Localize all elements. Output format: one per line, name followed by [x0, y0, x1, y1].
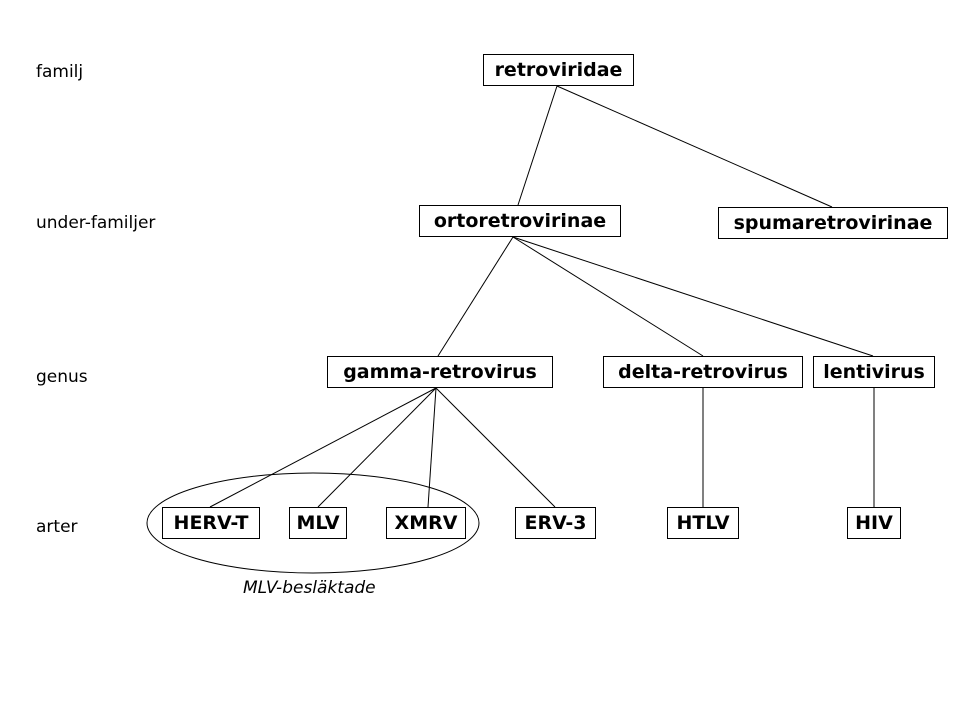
- node-spumaretrovirinae: spumaretrovirinae: [718, 207, 948, 239]
- node-htlv: HTLV: [667, 507, 739, 539]
- node-hiv: HIV: [847, 507, 901, 539]
- edge-gamma-retrovirus-to-erv-3: [435, 387, 556, 508]
- level-label-familj: familj: [36, 62, 84, 82]
- node-herv-t: HERV-T: [162, 507, 260, 539]
- level-label-arter: arter: [36, 517, 78, 537]
- level-label-under-familjer: under-familjer: [36, 213, 156, 233]
- node-lentivirus: lentivirus: [813, 356, 935, 388]
- edge-gamma-retrovirus-to-mlv: [317, 387, 437, 508]
- edge-retroviridae-to-spumaretrovirinae: [556, 85, 833, 208]
- node-ortoretrovirinae: ortoretrovirinae: [419, 205, 621, 237]
- mlv-group-ellipse: [146, 472, 480, 574]
- edge-ortoretrovirinae-to-gamma-retrovirus: [437, 236, 514, 357]
- node-gamma-retrovirus: gamma-retrovirus: [327, 356, 553, 388]
- edge-gamma-retrovirus-to-herv-t: [209, 387, 437, 508]
- node-xmrv: XMRV: [386, 507, 466, 539]
- node-delta-retrovirus: delta-retrovirus: [603, 356, 803, 388]
- mlv-group-caption: MLV-besläktade: [243, 578, 376, 598]
- node-retroviridae: retroviridae: [483, 54, 634, 86]
- level-label-genus: genus: [36, 367, 88, 387]
- edge-ortoretrovirinae-to-delta-retrovirus: [512, 236, 704, 357]
- node-mlv: MLV: [289, 507, 347, 539]
- edge-ortoretrovirinae-to-lentivirus: [512, 236, 874, 357]
- edge-retroviridae-to-ortoretrovirinae: [517, 85, 558, 206]
- node-erv-3: ERV-3: [515, 507, 596, 539]
